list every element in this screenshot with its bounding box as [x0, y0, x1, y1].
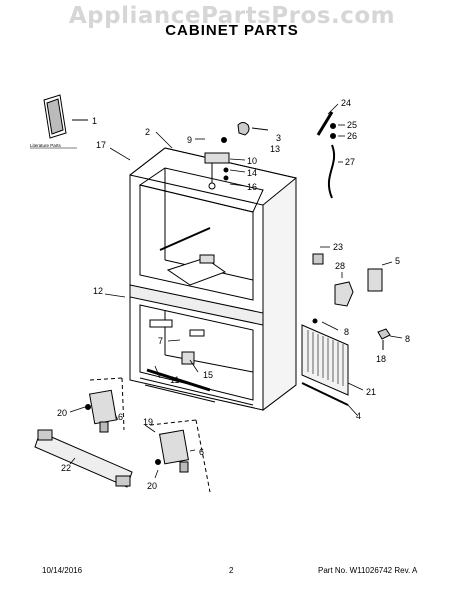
callout-21: 21 — [366, 387, 376, 397]
callout-5: 5 — [395, 256, 400, 266]
literature-part — [43, 94, 88, 139]
callout-24: 24 — [341, 98, 351, 108]
toe-grille — [34, 429, 133, 488]
callout-17: 17 — [96, 140, 106, 150]
callout-25: 25 — [347, 120, 357, 130]
callout-28: 28 — [335, 261, 345, 271]
callout-7: 7 — [158, 336, 163, 346]
callout-22: 22 — [61, 463, 71, 473]
callout-9: 9 — [187, 135, 192, 145]
callout-23: 23 — [333, 242, 343, 252]
callout-26: 26 — [347, 131, 357, 141]
callout-27: 27 — [345, 157, 355, 167]
footer-page: 2 — [229, 566, 234, 575]
callout-15: 15 — [203, 370, 213, 380]
callout-19: 19 — [143, 417, 153, 427]
callout-20b: 20 — [147, 481, 157, 491]
callout-6b: 6 — [199, 447, 204, 457]
leader-lines — [69, 103, 403, 479]
callout-16: 16 — [247, 182, 257, 192]
rear-cover — [301, 324, 349, 406]
valve-and-brackets — [312, 253, 391, 350]
callout-8a: 8 — [344, 327, 349, 337]
top-hinge-assembly — [204, 122, 269, 190]
leveling-leg-left — [85, 377, 125, 433]
leveling-leg-right — [149, 419, 211, 493]
callout-14: 14 — [247, 168, 257, 178]
callout-2: 2 — [145, 127, 150, 137]
callout-18: 18 — [376, 354, 386, 364]
watermark: AppliancePartsPros.com — [68, 3, 396, 29]
callout-6a: 6 — [118, 412, 123, 422]
callout-20a: 20 — [57, 408, 67, 418]
callout-8b: 8 — [405, 334, 410, 344]
callout-12: 12 — [93, 286, 103, 296]
callout-labels: 1 2 3 4 5 6 6 7 8 8 9 10 11 12 13 14 15 … — [57, 98, 410, 491]
water-tube-parts — [316, 111, 336, 199]
callout-3: 3 — [276, 133, 281, 143]
callout-1: 1 — [92, 116, 97, 126]
cabinet-body — [129, 147, 297, 412]
footer-part-no: Part No. W11026742 Rev. A — [318, 566, 418, 575]
callout-11: 11 — [170, 375, 179, 385]
footer-date: 10/14/2016 — [42, 566, 83, 575]
callout-13: 13 — [270, 144, 280, 154]
page-title: CABINET PARTS — [165, 22, 299, 39]
callout-4: 4 — [356, 411, 361, 421]
callout-10: 10 — [247, 156, 257, 166]
literature-label: Literature Parts — [30, 143, 62, 148]
